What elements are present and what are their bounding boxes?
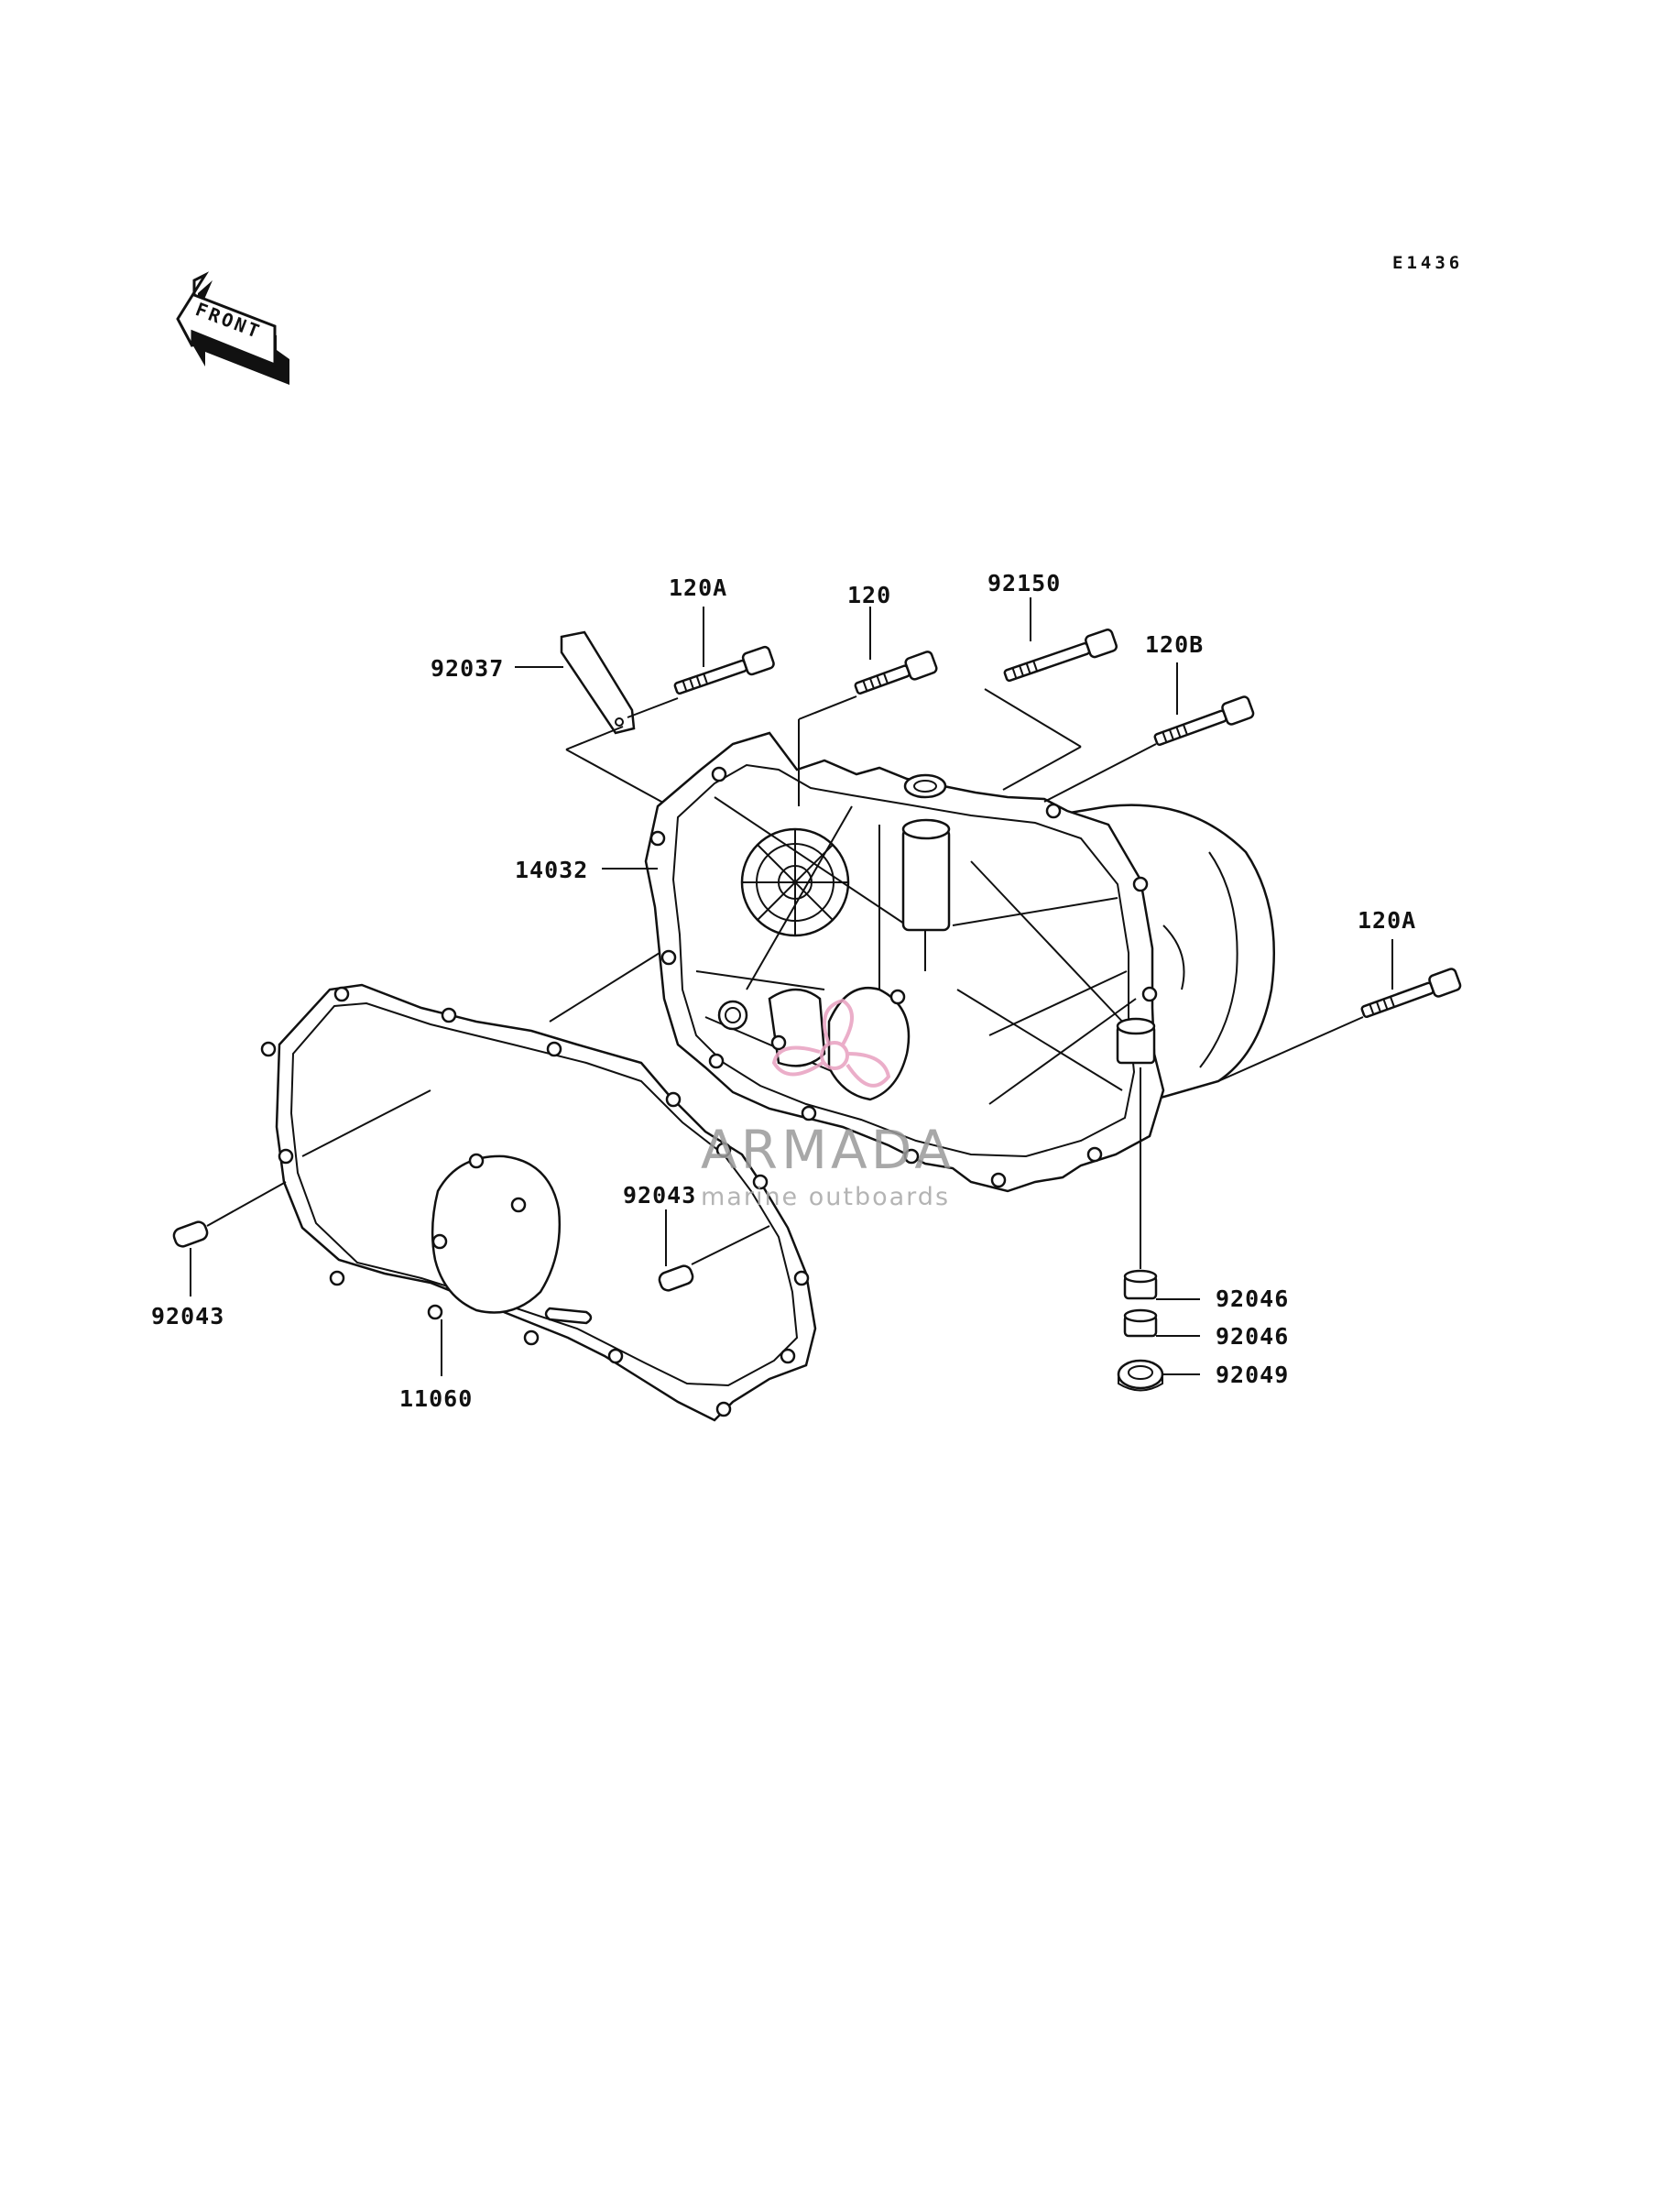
label-92043-center: 92043 <box>623 1182 696 1209</box>
bolt-92150 <box>1003 629 1118 683</box>
label-120: 120 <box>847 582 891 608</box>
pin-92043-center <box>658 1264 694 1292</box>
bolt-120b <box>1153 695 1255 747</box>
collar-92046-a <box>1123 1269 1158 1300</box>
label-92046-b: 92046 <box>1216 1323 1289 1350</box>
crankcase-cover <box>644 731 1276 1193</box>
label-11060: 11060 <box>399 1385 473 1412</box>
label-92049: 92049 <box>1216 1362 1289 1388</box>
cover-bolt-holes <box>649 766 1158 1188</box>
seal-92049 <box>1117 1359 1164 1392</box>
label-92150: 92150 <box>987 570 1061 596</box>
clamp-92037 <box>560 630 636 735</box>
label-92037: 92037 <box>431 655 504 682</box>
watermark-title: ARMADA <box>701 1119 955 1181</box>
bolt-120 <box>854 651 938 695</box>
cover-gasket <box>260 983 817 1422</box>
label-92043-left: 92043 <box>151 1303 224 1329</box>
collar-92046-b <box>1123 1308 1158 1338</box>
label-14032: 14032 <box>515 857 588 883</box>
cover-collar-boss <box>1116 1017 1156 1065</box>
label-120a-right: 120A <box>1358 907 1416 934</box>
label-92046-a: 92046 <box>1216 1285 1289 1312</box>
watermark-subtitle: marine outboards <box>701 1183 950 1211</box>
bolt-120a-top <box>673 645 775 695</box>
propeller-logo-icon <box>771 998 891 1088</box>
label-120b: 120B <box>1145 631 1204 658</box>
pin-92043-left <box>172 1220 209 1248</box>
label-120a-top: 120A <box>669 574 727 601</box>
gasket-bolt-holes <box>260 986 810 1417</box>
watermark-logo: ARMADA marine outboards <box>701 998 955 1211</box>
leader-lines <box>190 597 1393 1376</box>
diagram-code: E1436 <box>1392 253 1463 273</box>
bolt-120a-right <box>1360 968 1462 1019</box>
front-arrow-icon: FRONT <box>176 271 289 385</box>
